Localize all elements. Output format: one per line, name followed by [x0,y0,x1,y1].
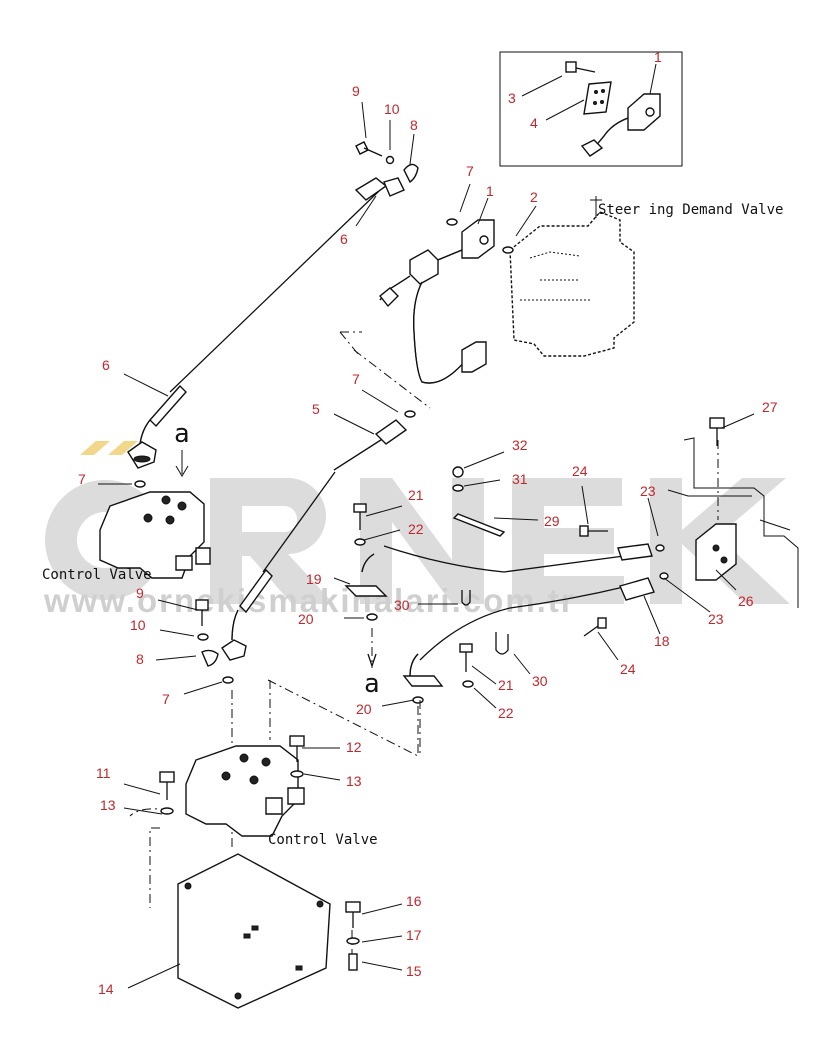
upper-hose [127,177,405,469]
control-valve-upper [99,480,211,579]
callout-1-inset: 1 [654,49,662,65]
block-26 [655,523,737,581]
callout-24-upper: 24 [572,463,588,479]
callout-11: 11 [96,765,111,781]
u-clip-lower [495,632,509,655]
callout-9-lower: 9 [136,585,144,601]
callout-15: 15 [406,963,422,979]
callout-7-upper: 7 [466,163,474,179]
watermark-logo [45,441,790,604]
callout-30-upper: 30 [394,597,410,613]
pipe-assembly-1 [379,219,495,384]
callout-9-upper: 9 [352,83,360,99]
callout-10-lower: 10 [130,617,146,633]
callout-31: 31 [512,471,528,487]
bolt-16 [345,901,361,971]
caption-steering-demand-valve: Steer ing Demand Valve [598,202,783,218]
hose-18 [383,543,655,754]
callout-18: 18 [654,633,670,649]
callout-4: 4 [530,115,538,131]
cover-plate-14 [177,853,331,1009]
callout-14: 14 [98,981,114,997]
callout-6-left: 6 [102,357,110,373]
callout-7-pipe: 7 [352,371,360,387]
leader-lines [98,63,755,989]
callout-22-upper: 22 [408,521,424,537]
bolt-11 [159,771,175,815]
callout-23-lower: 23 [708,611,724,627]
bolt-21-lower [459,643,474,688]
bolt-24-lower [583,617,607,637]
inset-pipe-block-icon [580,93,661,157]
bolt-21-upper [353,503,367,546]
elbow-19 [344,553,388,669]
inset-bolt-icon [565,61,596,73]
callout-1: 1 [486,183,494,199]
callout-20-upper: 20 [298,611,314,627]
bolt-24-upper [579,525,608,537]
pipe-5 [333,331,431,471]
bracket-29 [452,466,506,537]
callout-3: 3 [508,90,516,106]
caption-control-valve-lower: Control Valve [268,832,378,848]
caption-control-valve-upper: Control Valve [42,567,152,583]
lower-left-fasteners [195,599,234,684]
view-marker-lower: a [364,669,380,699]
callout-2: 2 [530,189,538,205]
callout-8-lower: 8 [136,651,144,667]
watermark-url: www.ornekismakinalari.com.tr [43,582,576,619]
steering-demand-valve [509,196,635,357]
callout-10-upper: 10 [384,101,400,117]
callouts: 1 3 4 9 10 8 7 1 2 6 6 7 5 27 32 31 24 2… [78,49,778,997]
callout-13-left: 13 [100,797,116,813]
callout-17: 17 [406,927,422,943]
inset-detail [499,51,683,167]
watermark: www.ornekismakinalari.com.tr [43,441,790,619]
callout-32: 32 [512,437,528,453]
bolt-27 [709,417,725,446]
u-clip-upper [461,590,471,606]
callout-26: 26 [738,593,754,609]
callout-13-right: 13 [346,773,362,789]
callout-19: 19 [306,571,322,587]
callout-8-upper: 8 [410,117,418,133]
lower-hose [221,471,336,661]
mounting-bracket [667,437,799,608]
callout-12: 12 [346,739,362,755]
upper-fasteners [355,141,514,254]
control-valve-lower [185,745,305,837]
callout-23-upper: 23 [640,483,656,499]
callout-7-lower: 7 [162,691,170,707]
bolt-12 [289,735,305,778]
callout-29: 29 [544,513,560,529]
callout-21-upper: 21 [408,487,424,503]
callout-22-lower: 22 [498,705,514,721]
callout-21-lower: 21 [498,677,514,693]
callout-7-left: 7 [78,471,86,487]
callout-5: 5 [312,401,320,417]
callout-20-lower: 20 [356,701,372,717]
callout-27: 27 [762,399,778,415]
callout-24-lower: 24 [620,661,636,677]
view-marker-upper: a [174,419,190,449]
callout-16: 16 [406,893,422,909]
callout-6-upper: 6 [340,231,348,247]
callout-30-lower: 30 [532,673,548,689]
inset-plate-icon [583,81,612,115]
